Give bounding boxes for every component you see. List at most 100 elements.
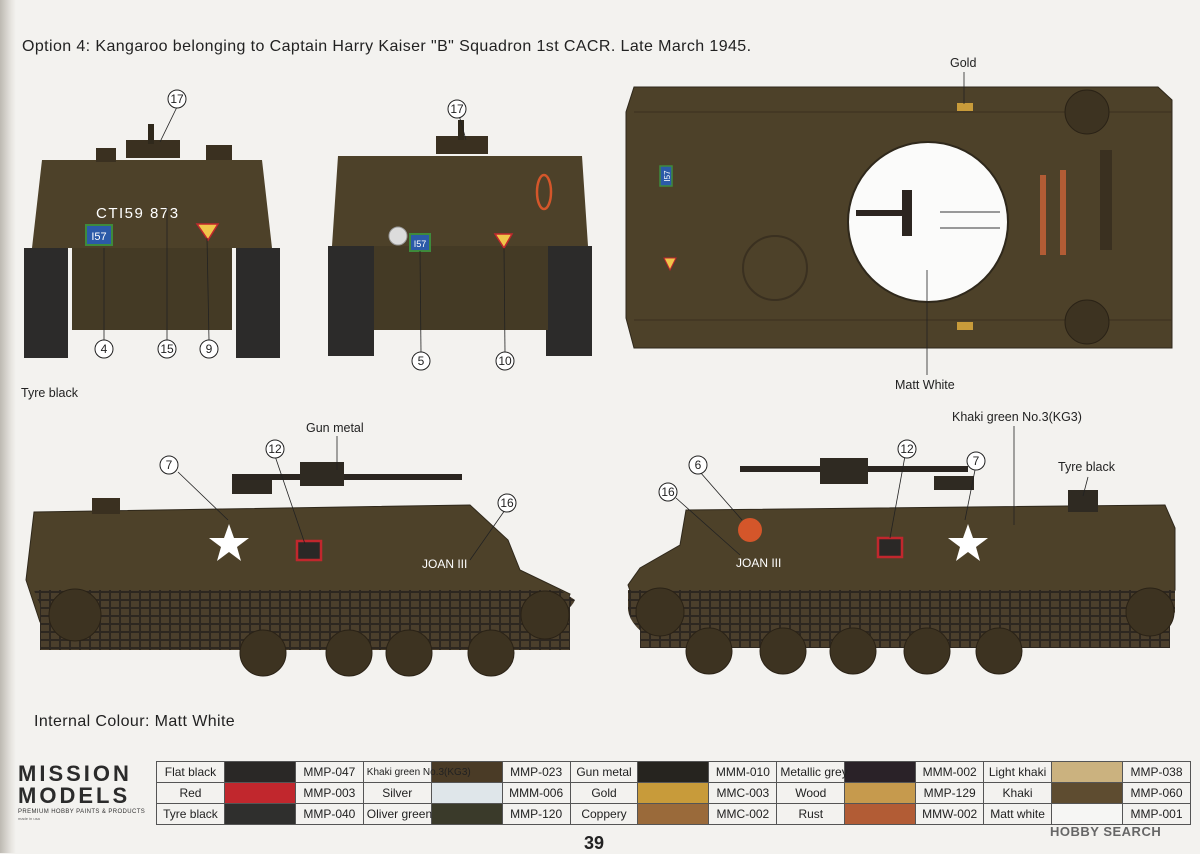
paint-name: Khaki green No.3(KG3) <box>362 761 471 783</box>
front-left-track <box>24 248 68 358</box>
left-side-view: JOAN III <box>25 436 575 677</box>
callout-rear-5 <box>411 351 431 371</box>
svg-text:15: 15 <box>160 342 174 356</box>
paint-code: MMP-060 <box>1122 782 1191 804</box>
svg-text:16: 16 <box>661 485 675 499</box>
right-side-view: JOAN III <box>627 426 1176 675</box>
logo-line2: MODELS <box>18 783 131 808</box>
callouts: 17 4 15 9 17 5 10 7 12 16 6 16 12 7 <box>94 89 986 513</box>
callout-front-4 <box>94 339 114 359</box>
svg-text:9: 9 <box>206 342 213 356</box>
svg-text:7: 7 <box>973 454 980 468</box>
logo-small: made in usa <box>18 816 40 821</box>
callout-left-12 <box>265 439 285 459</box>
top-road-wheel-upper <box>1064 89 1110 135</box>
paint-swatch <box>1051 782 1124 804</box>
paint-code: MMP-023 <box>501 761 571 783</box>
svg-text:17: 17 <box>170 92 184 106</box>
right-tyre <box>1068 490 1098 512</box>
svg-text:I57: I57 <box>414 239 427 249</box>
paint-code: MMM-002 <box>915 761 985 783</box>
paint-name: Silver <box>362 782 432 804</box>
callout-right-6 <box>688 455 708 475</box>
svg-text:12: 12 <box>900 442 914 456</box>
right-kangaroo-roundel <box>738 518 762 542</box>
paint-name: Matt white <box>983 803 1053 825</box>
top-mg <box>902 190 912 236</box>
svg-text:I57: I57 <box>91 231 106 243</box>
paint-code: MMW-002 <box>915 803 985 825</box>
top-view: I57 <box>625 72 1173 375</box>
left-vehicle-name: JOAN III <box>422 557 467 571</box>
top-road-wheel-lower <box>1064 299 1110 345</box>
paint-name: Gold <box>569 782 639 804</box>
svg-text:4: 4 <box>101 342 108 356</box>
paint-swatch <box>223 761 296 783</box>
paint-swatch <box>637 761 710 783</box>
svg-text:16: 16 <box>500 496 514 510</box>
svg-text:I57: I57 <box>663 170 672 182</box>
paint-code: MMP-047 <box>294 761 364 783</box>
callout-right-16 <box>658 482 678 502</box>
right-vehicle-name: JOAN III <box>736 556 781 570</box>
svg-text:7: 7 <box>166 458 173 472</box>
paint-swatch <box>844 782 917 804</box>
callout-rear-17 <box>447 99 467 119</box>
paint-code: MMP-001 <box>1122 803 1191 825</box>
paint-swatch <box>1051 761 1124 783</box>
left-gun-barrel <box>232 474 462 480</box>
front-serial: CTI59 873 <box>96 205 180 222</box>
svg-text:17: 17 <box>450 102 464 116</box>
svg-text:6: 6 <box>695 458 702 472</box>
paint-name: Gun metal <box>569 761 639 783</box>
label-tyre-black-side: Tyre black <box>1058 460 1115 474</box>
paint-code: MMP-040 <box>294 803 364 825</box>
rear-kangaroo-mark <box>535 173 553 211</box>
page-number: 39 <box>584 833 605 853</box>
page-gutter <box>0 0 16 853</box>
label-tyre-black-front: Tyre black <box>21 386 78 400</box>
front-right-track <box>236 248 280 358</box>
paint-name: Khaki <box>983 782 1053 804</box>
paint-swatch <box>430 803 503 825</box>
paint-name: Light khaki <box>983 761 1053 783</box>
paint-swatch <box>1051 803 1124 825</box>
front-tactical-sign <box>195 223 220 242</box>
callout-left-16 <box>497 493 517 513</box>
paint-code: MMP-120 <box>501 803 571 825</box>
paint-swatch <box>637 803 710 825</box>
rear-left-track <box>328 246 374 356</box>
callout-rear-10 <box>495 351 515 371</box>
label-khaki-green: Khaki green No.3(KG3) <box>952 410 1082 424</box>
top-bridge-plate <box>659 165 673 187</box>
paint-name: Tyre black <box>156 803 225 825</box>
callout-right-7 <box>966 451 986 471</box>
paint-code: MMC-003 <box>708 782 778 804</box>
label-gun-metal: Gun metal <box>306 421 364 435</box>
front-bridge-plate <box>85 224 113 246</box>
callout-front-15 <box>157 339 177 359</box>
rear-tactical-sign <box>493 233 514 250</box>
internal-colour-note: Internal Colour: Matt White <box>34 713 236 730</box>
rear-view: I57 <box>328 107 592 356</box>
left-star <box>209 524 249 561</box>
paint-code: MMM-006 <box>501 782 571 804</box>
top-open-compartment <box>847 141 1009 303</box>
top-gold-fitting <box>957 103 973 111</box>
paint-swatch <box>223 782 296 804</box>
paint-name: Metallic grey <box>776 761 848 783</box>
paint-swatch <box>844 803 917 825</box>
front-view: I57 CTI59 873 <box>24 106 280 358</box>
callout-front-17 <box>167 89 187 109</box>
paint-swatch <box>430 782 503 804</box>
paint-code: MMM-010 <box>708 761 778 783</box>
logo-tagline: PREMIUM HOBBY PAINTS & PRODUCTS <box>18 809 146 815</box>
logo-line1: MISSION <box>18 761 132 786</box>
svg-text:10: 10 <box>498 354 512 368</box>
label-gold: Gold <box>950 56 977 70</box>
front-mg-mount <box>126 140 180 158</box>
